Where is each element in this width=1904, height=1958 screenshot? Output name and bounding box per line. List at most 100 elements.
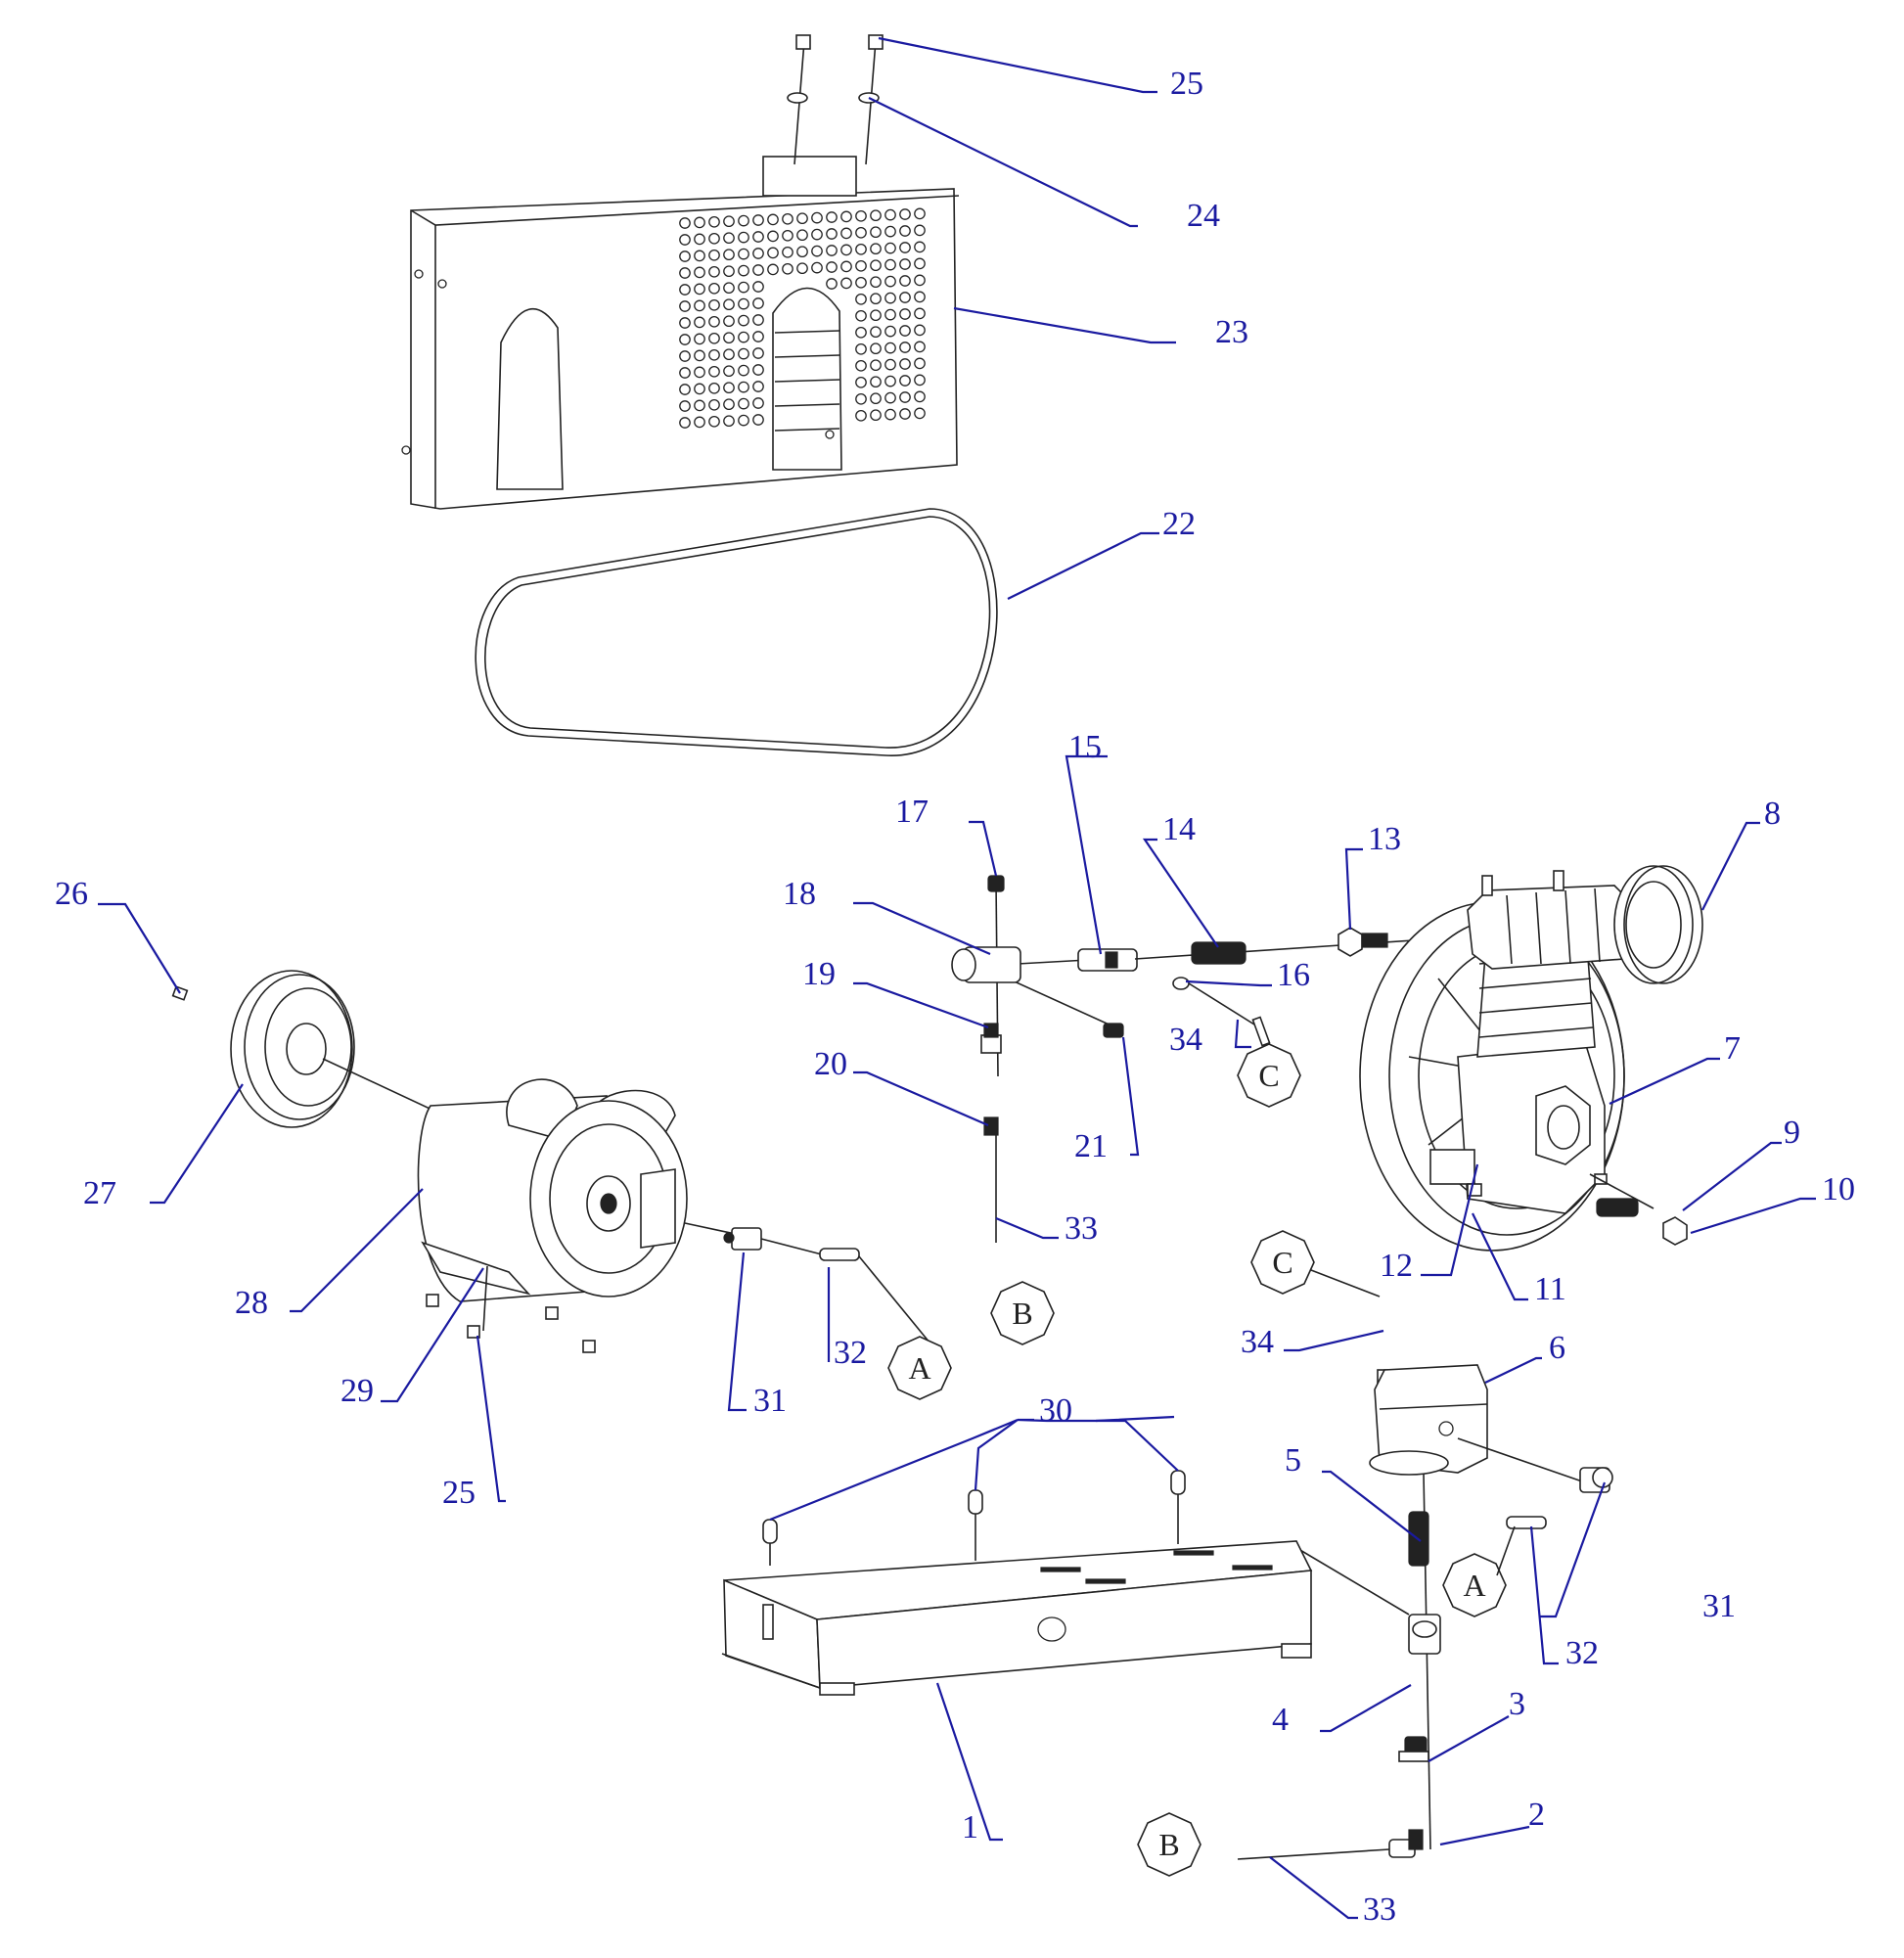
vent-hole — [884, 242, 896, 254]
vent-hole — [884, 275, 896, 288]
vent-hole — [694, 333, 705, 345]
vent-hole — [840, 277, 852, 290]
callout-12: 12 — [1380, 1248, 1413, 1284]
rubber-isolators — [762, 1470, 1186, 1566]
vent-hole — [796, 212, 808, 225]
vent-hole — [840, 227, 852, 240]
vent-hole — [884, 258, 896, 271]
callout-15: 15 — [1068, 729, 1102, 765]
vent-hole — [899, 325, 911, 337]
vent-hole — [811, 261, 823, 274]
leader-lines — [98, 36, 1816, 1920]
vent-hole — [723, 348, 735, 361]
vent-hole — [884, 375, 896, 387]
callout-22: 22 — [1162, 506, 1196, 542]
vent-hole — [723, 382, 735, 394]
vent-hole — [899, 242, 911, 253]
vent-hole — [899, 275, 911, 287]
vent-hole — [694, 299, 705, 312]
vent-hole — [782, 212, 793, 225]
callout-1: 1 — [962, 1809, 978, 1845]
callout-34-top: 34 — [1169, 1022, 1202, 1058]
ref-label-B-left: B — [1012, 1296, 1032, 1331]
vent-hole — [694, 283, 705, 296]
vent-hole — [855, 276, 867, 289]
vent-hole — [723, 249, 735, 261]
ref-label-A-right: A — [1463, 1568, 1485, 1603]
vent-hole — [870, 259, 882, 272]
vent-hole — [914, 357, 926, 370]
vent-hole — [855, 259, 867, 272]
electric-motor — [322, 1058, 754, 1353]
vent-hole — [855, 243, 867, 255]
vent-hole — [870, 209, 882, 222]
callout-33-top: 33 — [1065, 1210, 1098, 1247]
manifold-tee-assembly — [951, 875, 1271, 1243]
callout-27: 27 — [83, 1175, 116, 1211]
callout-6: 6 — [1549, 1330, 1565, 1366]
callout-16: 16 — [1277, 957, 1310, 993]
v-belt — [475, 508, 998, 756]
callout-26: 26 — [55, 876, 88, 912]
vent-hole — [914, 207, 926, 220]
vent-hole — [855, 392, 867, 405]
callout-30: 30 — [1039, 1392, 1072, 1429]
vent-hole — [738, 297, 749, 310]
callout-20: 20 — [814, 1046, 847, 1082]
vent-hole — [870, 376, 882, 388]
vent-hole — [870, 243, 882, 255]
vent-hole — [914, 307, 926, 320]
vent-hole — [767, 263, 779, 276]
vent-hole — [826, 278, 838, 290]
callout-29: 29 — [340, 1373, 374, 1409]
vent-hole — [870, 392, 882, 405]
connection-ref-C-top: C — [1237, 1043, 1301, 1108]
guard-washer-nut-stack — [787, 34, 884, 165]
callout-4: 4 — [1272, 1702, 1289, 1738]
vent-hole — [738, 381, 749, 393]
vent-hole — [738, 314, 749, 327]
vent-hole — [694, 366, 705, 379]
vent-hole — [694, 316, 705, 329]
vent-hole — [738, 347, 749, 360]
vent-hole — [723, 315, 735, 328]
vent-hole — [694, 383, 705, 395]
vent-hole — [738, 331, 749, 343]
vent-hole — [679, 234, 691, 246]
vent-hole — [884, 342, 896, 354]
vent-hole — [826, 228, 838, 240]
vent-hole — [870, 276, 882, 289]
vent-hole — [855, 226, 867, 239]
vent-hole — [826, 261, 838, 273]
vent-hole — [752, 231, 764, 243]
vent-hole — [855, 409, 867, 422]
callout-31-left: 31 — [753, 1383, 787, 1419]
pressure-switch-assembly — [1237, 1364, 1613, 1860]
vent-hole — [738, 248, 749, 260]
vent-hole — [752, 364, 764, 376]
vent-hole — [899, 292, 911, 303]
vent-hole — [914, 241, 926, 253]
callout-3: 3 — [1509, 1686, 1525, 1722]
vent-hole — [679, 267, 691, 279]
vent-hole — [899, 408, 911, 420]
vent-hole — [811, 211, 823, 224]
vent-hole — [738, 264, 749, 277]
vent-hole — [884, 308, 896, 321]
vent-hole — [899, 391, 911, 403]
vent-hole — [870, 226, 882, 239]
vent-hole — [855, 359, 867, 372]
vent-hole — [738, 414, 749, 427]
vent-hole — [811, 245, 823, 257]
vent-hole — [738, 231, 749, 244]
callout-25-bottom: 25 — [442, 1475, 476, 1511]
vent-hole — [708, 282, 720, 295]
vent-hole — [708, 315, 720, 328]
vent-hole — [884, 208, 896, 221]
vent-hole — [723, 215, 735, 228]
vent-hole — [840, 210, 852, 223]
callout-9: 9 — [1784, 1115, 1800, 1151]
callout-33-bottom: 33 — [1363, 1891, 1396, 1928]
callout-28: 28 — [235, 1285, 268, 1321]
